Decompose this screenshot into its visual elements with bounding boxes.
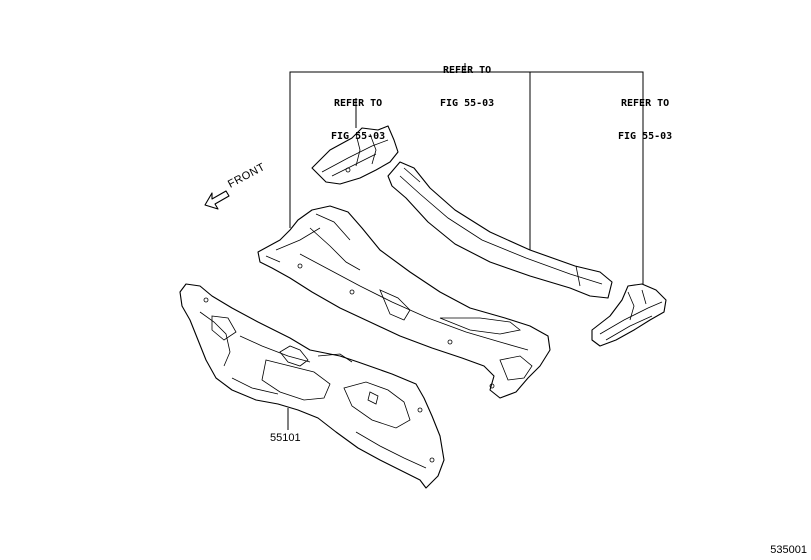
upper-left-bracket bbox=[311, 125, 399, 185]
figure-number: 535001 bbox=[770, 544, 807, 556]
lower-right-bracket bbox=[591, 283, 667, 347]
callout-right-line1: REFER TO bbox=[621, 98, 670, 109]
cowl-top-rail bbox=[387, 161, 613, 299]
cowl-panel bbox=[257, 205, 551, 399]
leader-lines bbox=[287, 63, 644, 430]
callout-right: REFER TO FIG 55-03 bbox=[618, 76, 672, 153]
part-number-label: 55101 bbox=[270, 432, 301, 444]
callout-top-line1: REFER TO bbox=[443, 65, 492, 76]
callout-left: REFER TO FIG 55-03 bbox=[331, 76, 385, 153]
front-arrow-icon bbox=[204, 190, 230, 210]
callout-left-line2: FIG 55-03 bbox=[331, 131, 386, 142]
callout-top: REFER TO FIG 55-03 bbox=[440, 43, 494, 120]
callout-right-line2: FIG 55-03 bbox=[618, 131, 673, 142]
callout-top-line2: FIG 55-03 bbox=[440, 98, 495, 109]
dash-panel bbox=[179, 283, 445, 489]
callout-left-line1: REFER TO bbox=[334, 98, 383, 109]
